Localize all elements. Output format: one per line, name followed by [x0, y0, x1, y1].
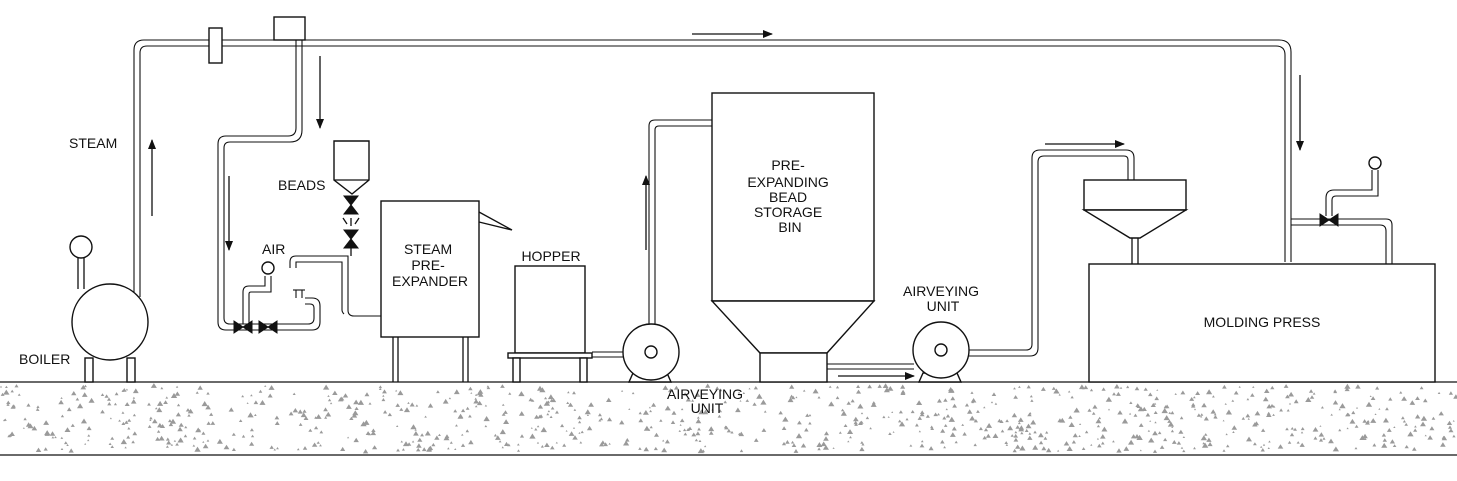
- airveying-unit-1-label: AIRVEYING UNIT: [667, 386, 747, 416]
- air-label: AIR: [262, 241, 285, 257]
- beads-feed-funnel: [333, 140, 370, 256]
- molding-press-feed-hopper: [1081, 179, 1189, 264]
- storage-bin-label: PRE- EXPANDING BEAD STORAGE BIN: [747, 157, 832, 235]
- hopper: [507, 265, 593, 383]
- airveying-unit-2-label: AIRVEYING UNIT: [903, 283, 983, 314]
- bin-to-blower-pipe: [827, 363, 914, 370]
- steam-flow-meter: [208, 27, 223, 64]
- boiler: [69, 235, 149, 383]
- steam-branch-pipe: [217, 40, 381, 331]
- steam-pre-expander-label: STEAM PRE- EXPANDER: [392, 241, 468, 289]
- steam-valve: [233, 320, 253, 334]
- steam-pre-expander: [380, 200, 513, 382]
- air-pressure-gauge: [261, 261, 275, 275]
- boiler-label: BOILER: [19, 351, 70, 367]
- press-pressure-gauge: [1368, 156, 1382, 170]
- beads-label: BEADS: [278, 177, 325, 193]
- hopper-label: HOPPER: [521, 248, 580, 264]
- airveying-unit-1: [622, 323, 680, 383]
- steam-regulator-box: [273, 16, 306, 41]
- boiler-pressure-gauge: [69, 235, 93, 259]
- hopper-to-blower-pipe: [592, 351, 624, 358]
- steam-header-pipe: [133, 39, 1292, 297]
- ground: [0, 381, 1457, 456]
- press-steam-branch: [1291, 156, 1393, 264]
- molding-press-label: MOLDING PRESS: [1204, 314, 1321, 330]
- pre-expanded-bead-storage-bin: [710, 92, 876, 383]
- airveying-unit-2: [912, 321, 970, 383]
- molding-press: [1088, 263, 1436, 383]
- blower-to-press-pipe: [969, 149, 1135, 357]
- steam-label: STEAM: [69, 135, 117, 151]
- ground-speckles: [0, 383, 1457, 454]
- air-valve: [258, 320, 278, 334]
- blower-to-bin-pipe: [648, 119, 712, 324]
- air-line: [242, 261, 275, 324]
